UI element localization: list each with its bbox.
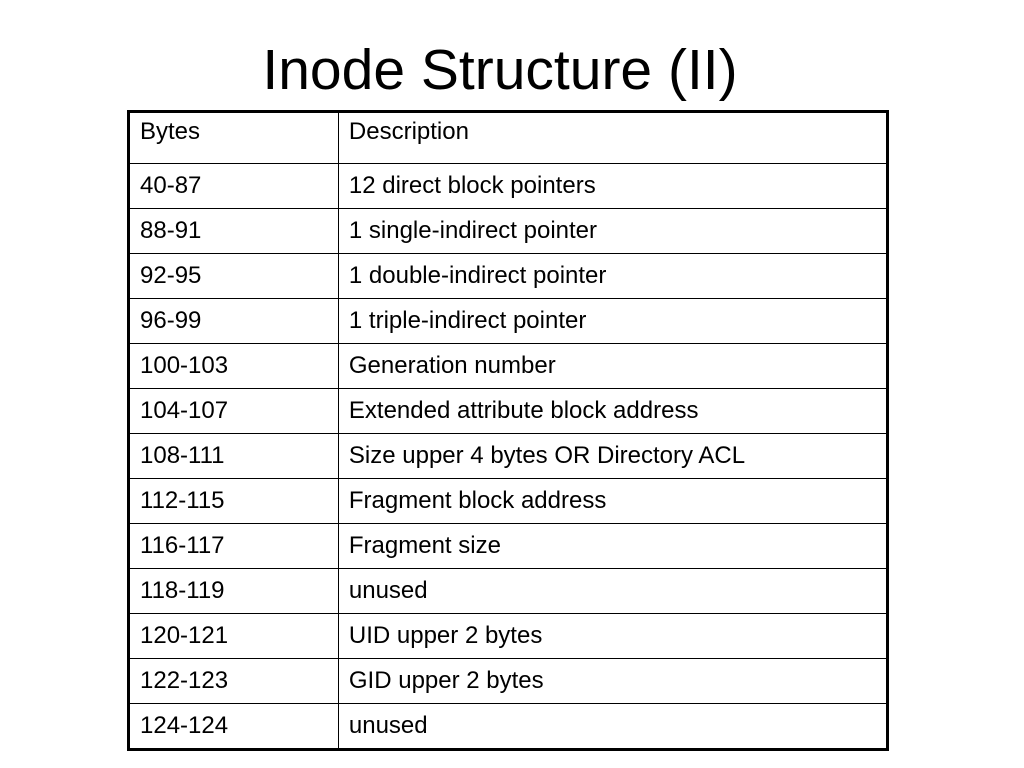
description-cell: GID upper 2 bytes	[337, 658, 889, 704]
table-header-row: Bytes Description	[128, 111, 889, 164]
description-cell: unused	[337, 568, 889, 614]
table-row: 96-99 1 triple-indirect pointer	[128, 298, 889, 344]
description-cell: 1 single-indirect pointer	[337, 208, 889, 254]
table-row: 112-115 Fragment block address	[128, 478, 889, 524]
description-cell: 1 triple-indirect pointer	[337, 298, 889, 344]
description-cell: Extended attribute block address	[337, 388, 889, 434]
bytes-cell: 108-111	[128, 433, 339, 479]
inode-structure-table: Bytes Description 40-87 12 direct block …	[127, 110, 889, 751]
table-body: Bytes Description 40-87 12 direct block …	[128, 111, 889, 750]
bytes-cell: 96-99	[128, 298, 339, 344]
bytes-cell: 100-103	[128, 343, 339, 389]
table-row: 124-124 unused	[128, 703, 889, 750]
description-cell: UID upper 2 bytes	[337, 613, 889, 659]
bytes-cell: 124-124	[128, 703, 339, 750]
bytes-cell: 40-87	[128, 163, 339, 209]
description-cell: Fragment size	[337, 523, 889, 569]
bytes-cell: 120-121	[128, 613, 339, 659]
bytes-cell: 116-117	[128, 523, 339, 569]
table-row: 118-119 unused	[128, 568, 889, 614]
table-row: 108-111 Size upper 4 bytes OR Directory …	[128, 433, 889, 479]
description-cell: Generation number	[337, 343, 889, 389]
description-cell: unused	[337, 703, 889, 750]
table-row: 122-123 GID upper 2 bytes	[128, 658, 889, 704]
table-row: 40-87 12 direct block pointers	[128, 163, 889, 209]
bytes-cell: 112-115	[128, 478, 339, 524]
table-row: 88-91 1 single-indirect pointer	[128, 208, 889, 254]
description-cell: 1 double-indirect pointer	[337, 253, 889, 299]
header-description: Description	[337, 111, 889, 164]
bytes-cell: 92-95	[128, 253, 339, 299]
description-cell: 12 direct block pointers	[337, 163, 889, 209]
header-bytes: Bytes	[128, 111, 339, 164]
bytes-cell: 118-119	[128, 568, 339, 614]
bytes-cell: 122-123	[128, 658, 339, 704]
table-row: 120-121 UID upper 2 bytes	[128, 613, 889, 659]
description-cell: Fragment block address	[337, 478, 889, 524]
slide-title: Inode Structure (II)	[262, 38, 738, 102]
table-row: 104-107 Extended attribute block address	[128, 388, 889, 434]
bytes-cell: 88-91	[128, 208, 339, 254]
description-cell: Size upper 4 bytes OR Directory ACL	[337, 433, 889, 479]
bytes-cell: 104-107	[128, 388, 339, 434]
table-row: 116-117 Fragment size	[128, 523, 889, 569]
table-row: 92-95 1 double-indirect pointer	[128, 253, 889, 299]
table-row: 100-103 Generation number	[128, 343, 889, 389]
